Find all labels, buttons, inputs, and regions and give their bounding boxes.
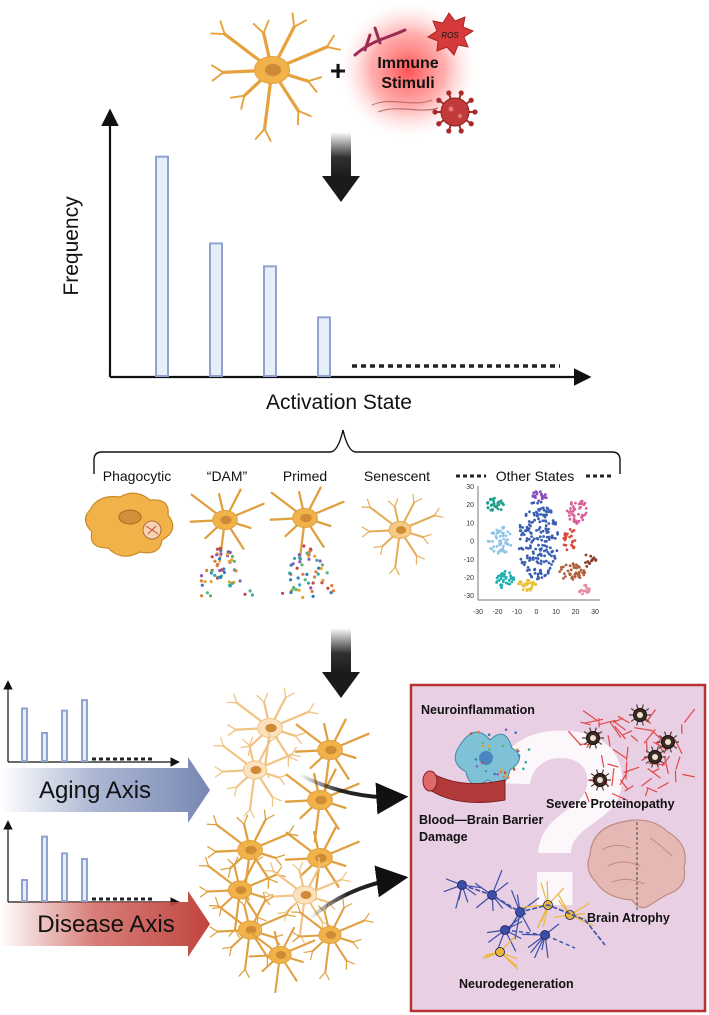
aging-outcome-arrow: [299, 773, 409, 815]
immune-stimuli-cluster: ROS Immune Stimuli: [340, 2, 478, 138]
scatter-x-tick: 0: [535, 609, 539, 616]
scatter-y-tick: -10: [464, 557, 474, 564]
main-bar-2: [209, 242, 223, 377]
microglia-population-illustration: [198, 687, 374, 994]
state-label-other: Other States: [496, 468, 575, 484]
ros-burst-icon: ROS: [426, 12, 475, 56]
outcome-proteinopathy: Severe Proteinopathy: [546, 797, 675, 811]
state-label-dam: “DAM”: [207, 468, 248, 484]
scatter-y-tick: 0: [470, 539, 474, 546]
aging-mini-chart: [3, 680, 180, 767]
state-label-senescent: Senescent: [364, 468, 430, 484]
state-label-phagocytic: Phagocytic: [103, 468, 171, 484]
states-down-arrow: [322, 628, 360, 698]
aging-bar-4: [81, 699, 88, 762]
primed-cytokine-dots: [281, 544, 336, 600]
ros-label: ROS: [441, 31, 459, 40]
outcome-bbb-line1: Blood—Brain Barrier: [419, 813, 543, 827]
scatter-y-tick: 10: [466, 520, 474, 527]
main-bar-4: [317, 316, 331, 378]
aging-bar-1: [21, 707, 28, 762]
question-mark-symbol: ?: [484, 679, 637, 958]
outcome-neurodegeneration: Neurodegeneration: [459, 977, 574, 991]
virus-icon: [432, 90, 478, 134]
immune-stimuli-label-line1: Immune: [377, 55, 438, 72]
stimulation-down-arrow: [322, 132, 360, 202]
scatter-x-tick: 10: [552, 609, 560, 616]
main-x-axis-label: Activation State: [266, 391, 412, 414]
scatter-x-tick: -20: [492, 609, 502, 616]
aging-axis-arrow: Aging Axis: [0, 757, 210, 823]
outcomes-panel: ? Neuroinflammation Blood—Brain Barrier …: [409, 679, 707, 1013]
aging-bar-3: [61, 709, 68, 762]
main-y-axis-label: Frequency: [60, 196, 83, 296]
phagocytic-microglia-illustration: [84, 492, 174, 557]
scatter-x-tick: -30: [473, 609, 483, 616]
scatter-y-tick: 30: [466, 484, 474, 491]
cluster-scatter-plot: -30 -20 -10 0 10 20 30 30 20 10 0 -10 -20 -30: [464, 484, 600, 616]
primed-microglia-illustration: [269, 486, 345, 561]
outcome-neuroinflammation: Neuroinflammation: [421, 703, 535, 717]
disease-bar-2: [41, 835, 48, 902]
scatter-x-tick: 20: [572, 609, 580, 616]
disease-axis-arrow: Disease Axis: [0, 891, 210, 957]
scatter-x-tick: -10: [512, 609, 522, 616]
proteinopathy-illustration: [568, 704, 696, 803]
brain-atrophy-illustration: [587, 819, 686, 910]
disease-bar-4: [81, 858, 88, 902]
outcome-brain-atrophy: Brain Atrophy: [587, 911, 670, 925]
dam-microglia-illustration: [189, 488, 265, 563]
main-bar-3: [263, 265, 277, 378]
neurodegeneration-illustration: [443, 869, 606, 970]
disease-bar-1: [21, 879, 28, 902]
immune-stimuli-label-line2: Stimuli: [381, 75, 434, 92]
senescent-microglia-illustration: [361, 493, 444, 576]
disease-axis-label: Disease Axis: [37, 911, 174, 938]
outcome-bbb-line2: Damage: [419, 830, 468, 844]
disease-outcome-arrow: [308, 865, 409, 920]
neuroinflammation-illustration: [422, 728, 531, 803]
main-bar-1: [155, 155, 169, 377]
dam-cytokine-dots: [199, 546, 254, 598]
scatter-y-tick: 20: [466, 502, 474, 509]
scatter-y-tick: -20: [464, 575, 474, 582]
state-label-primed: Primed: [283, 468, 327, 484]
scatter-x-tick: 30: [591, 609, 599, 616]
resting-microglia-illustration: [210, 12, 341, 142]
disease-bar-3: [61, 852, 68, 903]
states-brace: [93, 429, 621, 474]
aging-bar-2: [41, 732, 48, 762]
scatter-y-tick: -30: [464, 593, 474, 600]
disease-mini-chart: [3, 820, 180, 907]
aging-axis-label: Aging Axis: [39, 777, 151, 804]
activation-frequency-chart: Frequency Activation State: [60, 108, 592, 414]
